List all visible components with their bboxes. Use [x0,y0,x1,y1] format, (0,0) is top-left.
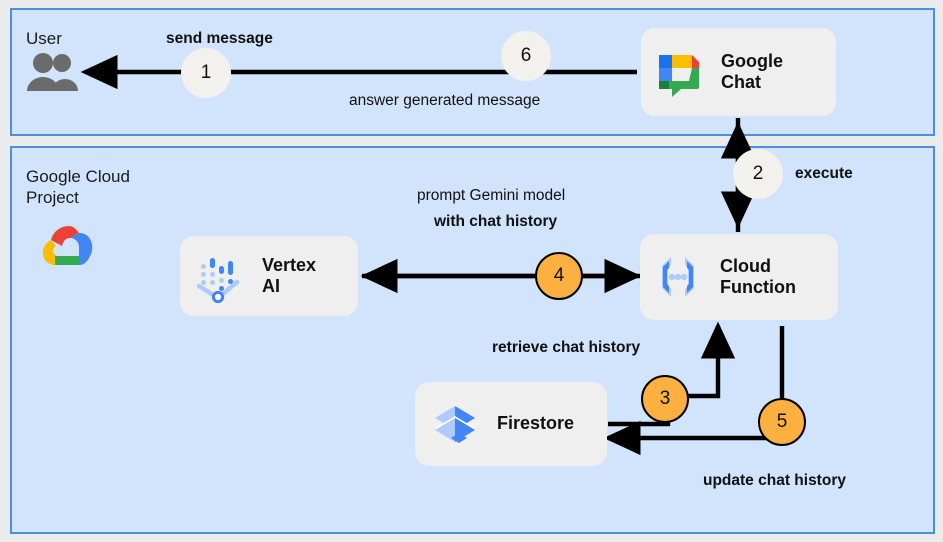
edge-label-send-message: send message [166,30,273,47]
edge-label-prompt-gemini-model: prompt Gemini model [417,187,566,204]
edge-label-answer-generated-message: answer generated message [349,92,541,109]
badge-step-5: 5 [758,398,806,446]
firestore-icon [429,398,481,450]
node-vertex-ai[interactable]: Vertex AI [180,236,358,316]
node-vertex-ai-label: Vertex AI [262,254,317,296]
node-google-chat-label: Google Chat [721,50,783,92]
vertex-ai-icon [192,248,248,304]
google-chat-icon [653,46,705,98]
node-google-chat[interactable]: Google Chat [641,28,836,116]
edge-label-update-chat-history: update chat history [703,472,846,489]
users-icon [24,50,78,92]
panel-user-title: User [26,29,62,48]
badge-step-3: 3 [641,375,689,423]
node-firestore-label: Firestore [497,413,575,434]
node-cloud-function[interactable]: Cloud Function [640,234,838,320]
edge-label-retrieve-chat-history: retrieve chat history [492,339,641,356]
panel-gcp-title: Google Cloud Project [26,167,130,208]
badge-step-4: 4 [535,252,583,300]
node-cloud-function-label: Cloud Function [720,255,796,297]
cloud-function-icon [650,249,706,305]
node-firestore[interactable]: Firestore [415,382,607,466]
edge-label-with-chat-history: with chat history [434,213,558,230]
badge-step-1: 1 [181,48,231,98]
edge-label-execute: execute [795,165,853,182]
badge-step-6: 6 [501,31,551,81]
google-cloud-icon [38,222,100,272]
badge-step-2: 2 [733,149,783,199]
